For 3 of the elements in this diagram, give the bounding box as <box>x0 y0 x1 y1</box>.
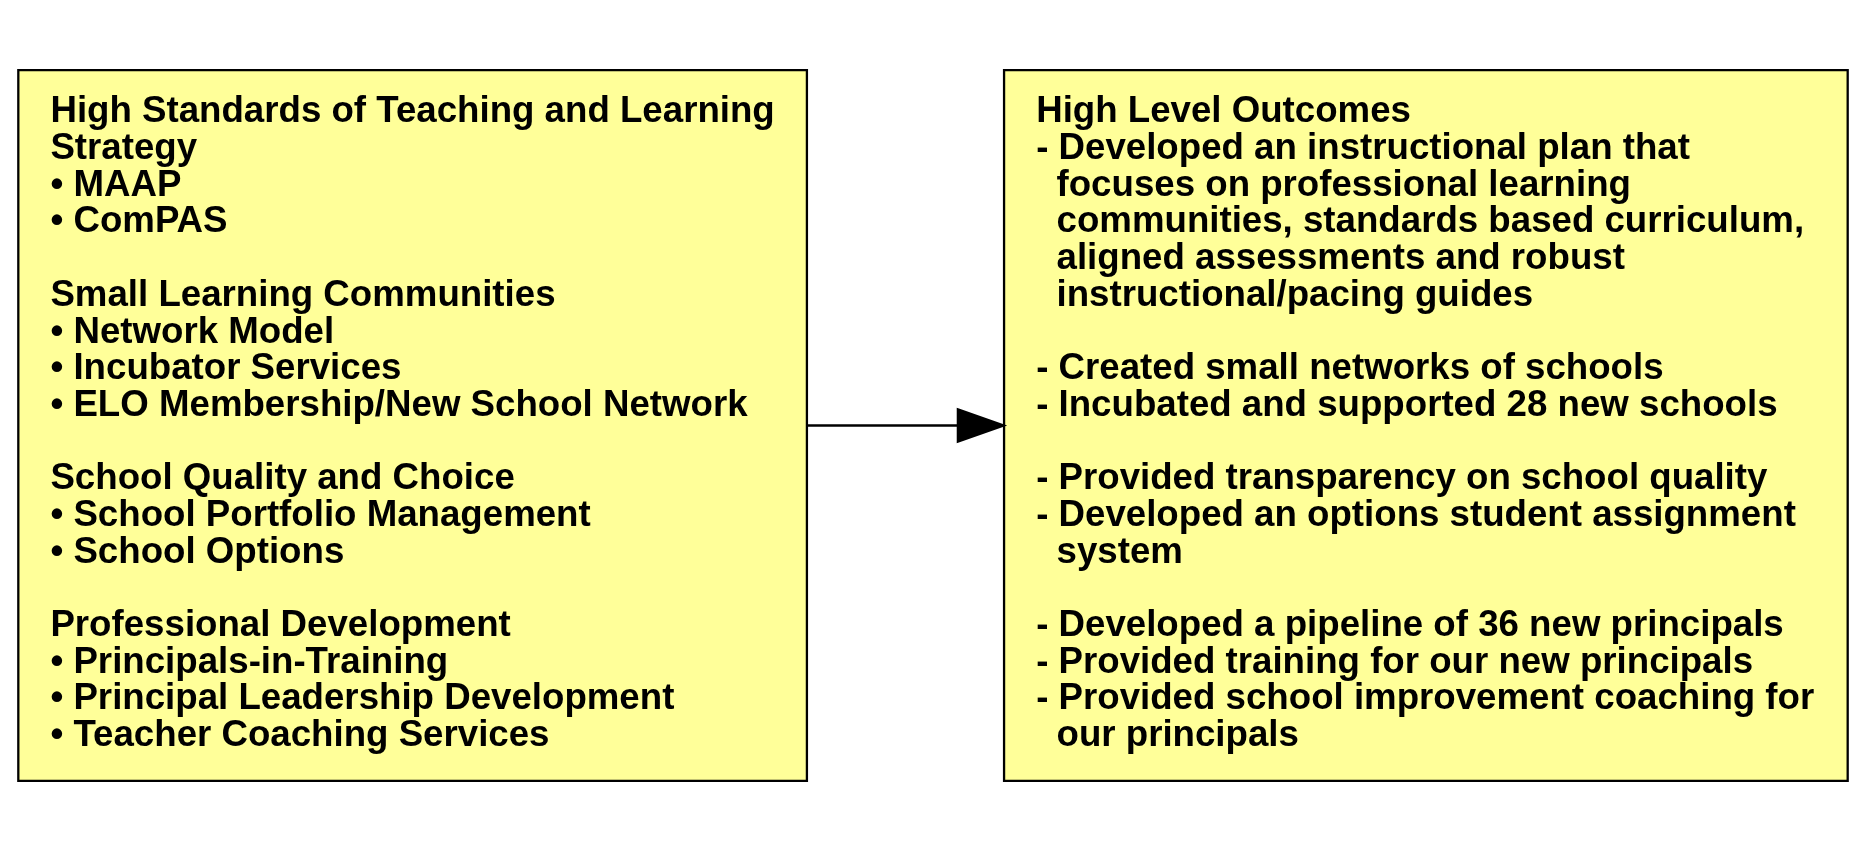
node-box: High Level Outcomes - Developed an instructional plan that focuses on professional learning communities, standards based curriculum, aligned assessments and robust instructional/pacing guides - Created small networks of schools - Incubated and supported 28 new schools - Provided transparency on school quality - Developed an options student assignment system - Developed a pipeline of 36 new principals - Provided training for our new principals - Provided school improvement coaching for our principals <box>1002 69 1849 782</box>
node-box: High Standards of Teaching and Learning Strategy • MAAP • ComPAS Small Learning Communities • Network Model • Incubator Services • ELO Membership/New School Network School Quality and Choice • School Portfolio Management • School Options Professional Development • Principals-in-Training • Principal Leadership Development • Teacher Coaching Services <box>17 69 809 782</box>
arrow <box>807 407 1008 444</box>
